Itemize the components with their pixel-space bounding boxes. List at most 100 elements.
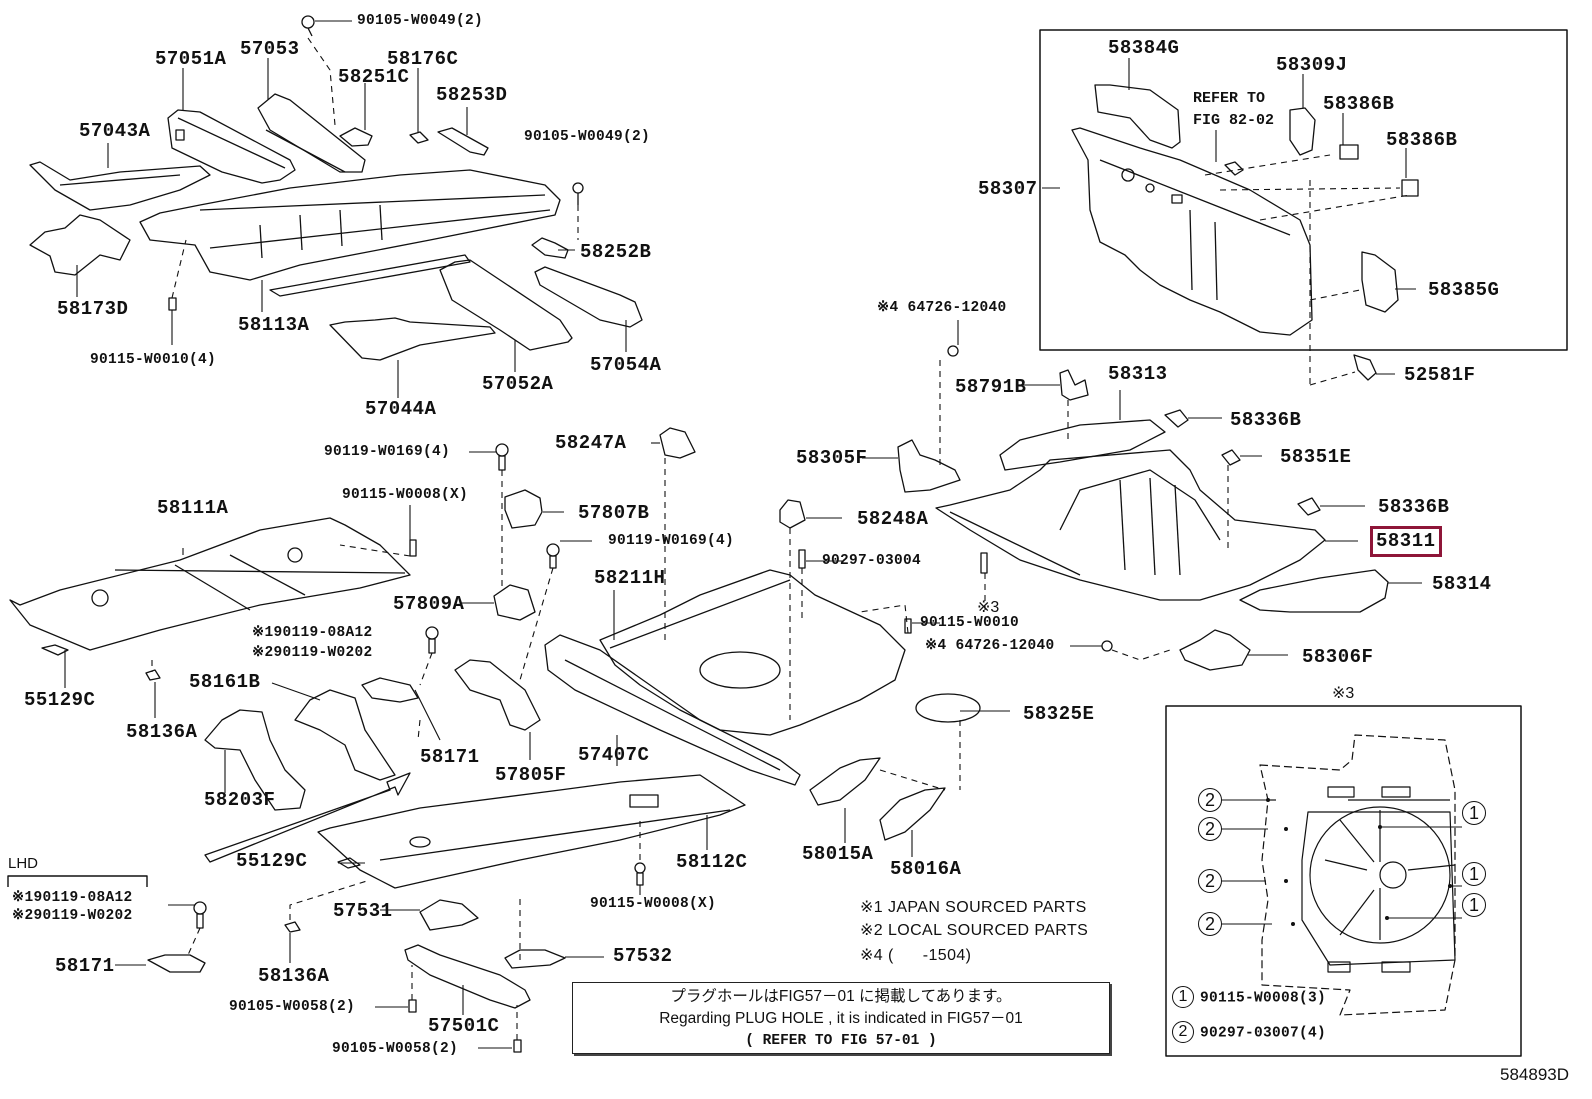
legend-1-part[interactable]: 90115-W0008(3) (1200, 990, 1327, 1007)
legend-1-circle: 1 (1172, 986, 1194, 1008)
part-label-58306F[interactable]: 58306F (1302, 646, 1374, 668)
part-label-58015A[interactable]: 58015A (802, 843, 874, 865)
plug-hole-notice-english: Regarding PLUG HOLE , it is indicated in… (659, 1010, 1023, 1027)
refer-to-line-2[interactable]: FIG 82-02 (1193, 112, 1275, 129)
inset-3-spare-tire-well-drawing (1259, 734, 1456, 1016)
inset-3-callout-leaders (1222, 799, 1462, 925)
part-57809A-shape (493, 584, 536, 621)
part-58314-shape (1239, 569, 1389, 613)
part-label-57532[interactable]: 57532 (613, 945, 673, 967)
part-label-58247A[interactable]: 58247A (555, 432, 627, 454)
part-label-57809A[interactable]: 57809A (393, 593, 465, 615)
part-57053-shape (257, 93, 366, 173)
part-57807B-shape (504, 489, 543, 529)
part-label-58314[interactable]: 58314 (1432, 573, 1492, 595)
part-label-58386B-2[interactable]: 58386B (1386, 129, 1458, 151)
part-label-90119-08A12-a[interactable]: ※190119-08A12 (252, 625, 373, 641)
part-57501C-shape (404, 944, 531, 1009)
refer-82-02-clip-shape (1224, 161, 1244, 176)
part-label-57407C[interactable]: 57407C (578, 744, 650, 766)
legend-2-circle: 2 (1172, 1021, 1194, 1043)
legend-2-part[interactable]: 90297-03007(4) (1200, 1025, 1327, 1042)
part-label-57053[interactable]: 57053 (240, 38, 300, 60)
part-label-58203F[interactable]: 58203F (204, 789, 276, 811)
plug-hole-notice-box: プラグホールはFIG57－01 に掲載してあります。 Regarding PLU… (572, 982, 1110, 1054)
part-label-58136A-b[interactable]: 58136A (258, 965, 330, 987)
plug-hole-notice-japanese: プラグホールはFIG57－01 に掲載してあります。 (670, 988, 1012, 1005)
part-label-58313[interactable]: 58313 (1108, 363, 1168, 385)
part-label-58385G[interactable]: 58385G (1428, 279, 1500, 301)
part-label-57044A[interactable]: 57044A (365, 398, 437, 420)
part-label-57054A[interactable]: 57054A (590, 354, 662, 376)
part-label-90297-03004[interactable]: 90297-03004 (822, 553, 922, 569)
part-label-58791B[interactable]: 58791B (955, 376, 1027, 398)
part-label-58325E[interactable]: 58325E (1023, 703, 1095, 725)
part-58203F-shape (204, 709, 306, 811)
part-label-90119-W0202-a[interactable]: ※290119-W0202 (252, 645, 373, 661)
part-label-58173D[interactable]: 58173D (57, 298, 129, 320)
part-58113A-shape (139, 169, 561, 297)
part-label-58351E[interactable]: 58351E (1280, 446, 1352, 468)
figure-code: 584893D (1500, 1065, 1570, 1084)
part-label-57807B[interactable]: 57807B (578, 502, 650, 524)
part-label-58336B-2[interactable]: 58336B (1378, 496, 1450, 518)
part-label-90115-W0008-x-b[interactable]: 90115-W0008(X) (590, 896, 717, 912)
part-label-57501C[interactable]: 57501C (428, 1015, 500, 1037)
part-label-64726-12040-bottom[interactable]: ※4 64726-12040 (925, 638, 1055, 654)
part-label-90119-W0202-b[interactable]: ※290119-W0202 (12, 908, 133, 924)
callout-2-d: 2 (1198, 912, 1222, 936)
part-label-64726-12040-top[interactable]: ※4 64726-12040 (877, 300, 1007, 316)
part-label-58111A[interactable]: 58111A (157, 497, 229, 519)
part-58016A-shape (879, 787, 946, 841)
plug-hole-refer-link[interactable]: ( REFER TO FIG 57-01 ) (745, 1033, 937, 1049)
part-label-58253D[interactable]: 58253D (436, 84, 508, 106)
part-label-58311-highlighted[interactable]: 58311 (1370, 526, 1442, 557)
part-label-57805F[interactable]: 57805F (495, 764, 567, 786)
part-label-58161B[interactable]: 58161B (189, 671, 261, 693)
part-label-90115-W0008-x-a[interactable]: 90115-W0008(X) (342, 487, 469, 503)
part-label-90105-W0049-mid[interactable]: 90105-W0049(2) (524, 129, 651, 145)
part-label-58112C[interactable]: 58112C (676, 851, 748, 873)
part-label-90115-W0010[interactable]: 90115-W0010 (920, 615, 1020, 631)
part-label-58252B[interactable]: 58252B (580, 241, 652, 263)
part-label-58305F[interactable]: 58305F (796, 447, 868, 469)
part-label-58386B-1[interactable]: 58386B (1323, 93, 1395, 115)
part-label-57051A[interactable]: 57051A (155, 48, 227, 70)
part-label-58336B-1[interactable]: 58336B (1230, 409, 1302, 431)
part-label-90105-W0049-top[interactable]: 90105-W0049(2) (357, 13, 484, 29)
footnote-1-japan-sourced: ※1 JAPAN SOURCED PARTS (860, 899, 1087, 916)
part-label-55129C-a[interactable]: 55129C (24, 689, 96, 711)
part-label-58307[interactable]: 58307 (978, 178, 1038, 200)
part-label-57043A[interactable]: 57043A (79, 120, 151, 142)
part-58136A-b-shape (284, 921, 301, 933)
part-58791B-shape (1059, 369, 1089, 401)
part-label-58113A[interactable]: 58113A (238, 314, 310, 336)
part-label-90105-W0058-a[interactable]: 90105-W0058(2) (229, 999, 356, 1015)
part-label-90119-W0169-b[interactable]: 90119-W0169(4) (608, 533, 735, 549)
part-55129C-a-shape (41, 644, 69, 656)
part-label-58309J[interactable]: 58309J (1276, 54, 1348, 76)
part-label-58251C[interactable]: 58251C (338, 66, 410, 88)
part-label-58384G[interactable]: 58384G (1108, 37, 1180, 59)
callout-2-c: 2 (1198, 869, 1222, 893)
part-label-90119-08A12-b[interactable]: ※190119-08A12 (12, 890, 133, 906)
part-label-57531[interactable]: 57531 (333, 900, 393, 922)
bolt-ref3 (980, 552, 988, 574)
part-label-58248A[interactable]: 58248A (857, 508, 929, 530)
part-label-90115-W0010-4[interactable]: 90115-W0010(4) (90, 352, 217, 368)
part-label-58136A-a[interactable]: 58136A (126, 721, 198, 743)
part-label-52581F[interactable]: 52581F (1404, 364, 1476, 386)
part-label-58211H[interactable]: 58211H (594, 567, 666, 589)
bolt-64726-top (947, 345, 959, 357)
inset-3-legend-row-1: 1 90115-W0008(3) (1172, 986, 1326, 1008)
part-label-58176C[interactable]: 58176C (387, 48, 459, 70)
part-label-55129C-b[interactable]: 55129C (236, 850, 308, 872)
part-label-58016A[interactable]: 58016A (890, 858, 962, 880)
part-label-58171-b[interactable]: 58171 (55, 955, 115, 977)
part-label-58171-a[interactable]: 58171 (420, 746, 480, 768)
part-label-57052A[interactable]: 57052A (482, 373, 554, 395)
part-label-90105-W0058-b[interactable]: 90105-W0058(2) (332, 1041, 459, 1057)
refer-to-line-1: REFER TO (1193, 90, 1266, 107)
part-58015A-shape (809, 757, 881, 806)
part-label-90119-W0169-a[interactable]: 90119-W0169(4) (324, 444, 451, 460)
